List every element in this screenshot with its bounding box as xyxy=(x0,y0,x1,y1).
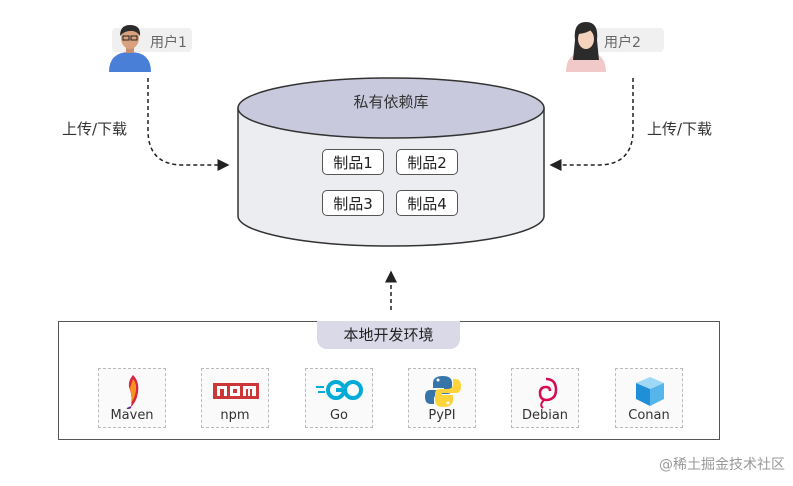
artifact-box-3: 制品3 xyxy=(322,190,384,216)
tool-label-debian: Debian xyxy=(521,408,569,423)
tool-card-conan: Conan xyxy=(615,368,683,428)
artifact-box-1: 制品1 xyxy=(322,149,384,175)
tool-label-conan: Conan xyxy=(628,408,670,423)
artifact-box-2: 制品2 xyxy=(396,149,458,175)
tool-label-go: Go xyxy=(329,408,349,423)
npm-logo-icon xyxy=(213,383,259,399)
artifact-box-4: 制品4 xyxy=(396,190,458,216)
environment-title: 本地开发环境 xyxy=(317,321,460,349)
tool-label-npm: npm xyxy=(220,408,250,423)
repository-title: 私有依赖库 xyxy=(353,93,429,111)
user2-label: 用户2 xyxy=(604,35,641,51)
user2-arrow-label: 上传/下载 xyxy=(647,120,713,138)
user1-label: 用户1 xyxy=(150,35,187,51)
user1-avatar-icon xyxy=(109,25,192,72)
user2-upload-download-arrow xyxy=(549,78,634,171)
tool-card-go: Go xyxy=(305,368,373,428)
python-logo-icon xyxy=(425,376,461,407)
tool-card-maven: Maven xyxy=(98,368,166,428)
user1-upload-download-arrow xyxy=(147,78,230,171)
watermark-text: @稀土掘金技术社区 xyxy=(659,457,785,473)
repository-cylinder xyxy=(237,77,545,247)
maven-feather-icon xyxy=(126,375,139,409)
tool-card-pypi: PyPI xyxy=(408,368,476,428)
go-logo-icon xyxy=(316,380,363,400)
user2-avatar-icon xyxy=(566,22,664,72)
tool-card-debian: Debian xyxy=(511,368,579,428)
tool-label-pypi: PyPI xyxy=(428,408,456,423)
conan-cube-icon xyxy=(636,377,664,406)
tool-card-npm: npm xyxy=(201,368,269,428)
tool-label-maven: Maven xyxy=(110,408,154,423)
user1-arrow-label: 上传/下载 xyxy=(62,120,128,138)
debian-swirl-icon xyxy=(538,377,558,409)
